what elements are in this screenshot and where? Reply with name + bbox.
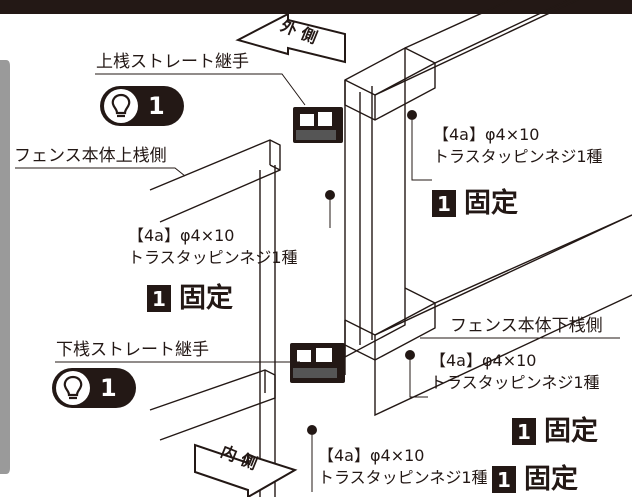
fix-text: 固定 bbox=[524, 464, 578, 495]
screw-spec-type: トラスタッピンネジ1種 bbox=[430, 372, 600, 392]
top-bar bbox=[0, 0, 632, 14]
fix-number-badge: 1 bbox=[492, 466, 516, 493]
screws bbox=[307, 110, 417, 435]
screw-spec-code: 【4a】φ4×10 bbox=[430, 351, 537, 370]
tip-badge: 1 bbox=[52, 368, 136, 408]
screw-spec-type: トラスタッピンネジ1種 bbox=[128, 247, 298, 267]
screw-icon bbox=[325, 190, 335, 200]
inside-arrow-icon bbox=[194, 443, 298, 497]
tip-badge: 1 bbox=[100, 86, 184, 126]
upper-rail-label: フェンス本体上桟側 bbox=[14, 146, 167, 166]
upper-joint-label: 上桟ストレート継手 bbox=[96, 52, 249, 72]
fix-text: 固定 bbox=[179, 283, 233, 314]
lightbulb-icon bbox=[56, 371, 90, 405]
fix-number-badge: 1 bbox=[512, 418, 536, 445]
screw-spec-type: トラスタッピンネジ1種 bbox=[433, 146, 603, 166]
fix-number-badge: 1 bbox=[432, 190, 456, 217]
upper-joint-connector bbox=[293, 107, 343, 143]
main-upright bbox=[344, 46, 406, 359]
upper-fence-rail bbox=[149, 139, 281, 223]
tip-badge-number: 1 bbox=[100, 374, 117, 402]
tip-badge-number: 1 bbox=[148, 92, 165, 120]
outside-arrow-icon bbox=[235, 12, 346, 64]
fix-label: 1 固定 bbox=[432, 190, 518, 217]
fix-label: 1 固定 bbox=[147, 285, 233, 312]
leader-screw-3 bbox=[409, 360, 428, 398]
leader-screw-1 bbox=[411, 120, 432, 181]
left-sidebar bbox=[0, 60, 10, 474]
screw-spec-code: 【4a】φ4×10 bbox=[318, 446, 425, 465]
screw-spec-type: トラスタッピンネジ1種 bbox=[318, 467, 488, 487]
leader-upper-joint bbox=[95, 73, 306, 106]
screw-spec: 【4a】φ4×10 トラスタッピンネジ1種 bbox=[433, 124, 603, 167]
lower-joint-label: 下桟ストレート継手 bbox=[56, 340, 209, 360]
screw-icon bbox=[405, 350, 415, 360]
lightbulb-icon bbox=[104, 89, 138, 123]
lower-rail-label: フェンス本体下桟側 bbox=[450, 316, 603, 336]
screw-spec: 【4a】φ4×10 トラスタッピンネジ1種 bbox=[128, 225, 298, 268]
screw-spec: 【4a】φ4×10 トラスタッピンネジ1種 bbox=[430, 350, 600, 393]
fix-number-badge: 1 bbox=[147, 285, 171, 312]
screw-icon bbox=[407, 110, 417, 120]
screw-spec-code: 【4a】φ4×10 bbox=[433, 125, 540, 144]
screw-spec: 【4a】φ4×10 トラスタッピンネジ1種 bbox=[318, 445, 488, 488]
fence-frame bbox=[149, 0, 632, 497]
screw-spec-code: 【4a】φ4×10 bbox=[128, 226, 235, 245]
lower-fence-rail bbox=[149, 369, 276, 441]
fix-label: 1 固定 bbox=[512, 418, 598, 445]
lower-joint-connector bbox=[290, 343, 345, 383]
leader-upper-rail bbox=[15, 167, 186, 177]
leader-lines bbox=[15, 73, 620, 492]
fix-label: 1 固定 bbox=[492, 466, 578, 493]
fix-text: 固定 bbox=[544, 416, 598, 447]
fix-text: 固定 bbox=[464, 188, 518, 219]
screw-icon bbox=[307, 425, 317, 435]
